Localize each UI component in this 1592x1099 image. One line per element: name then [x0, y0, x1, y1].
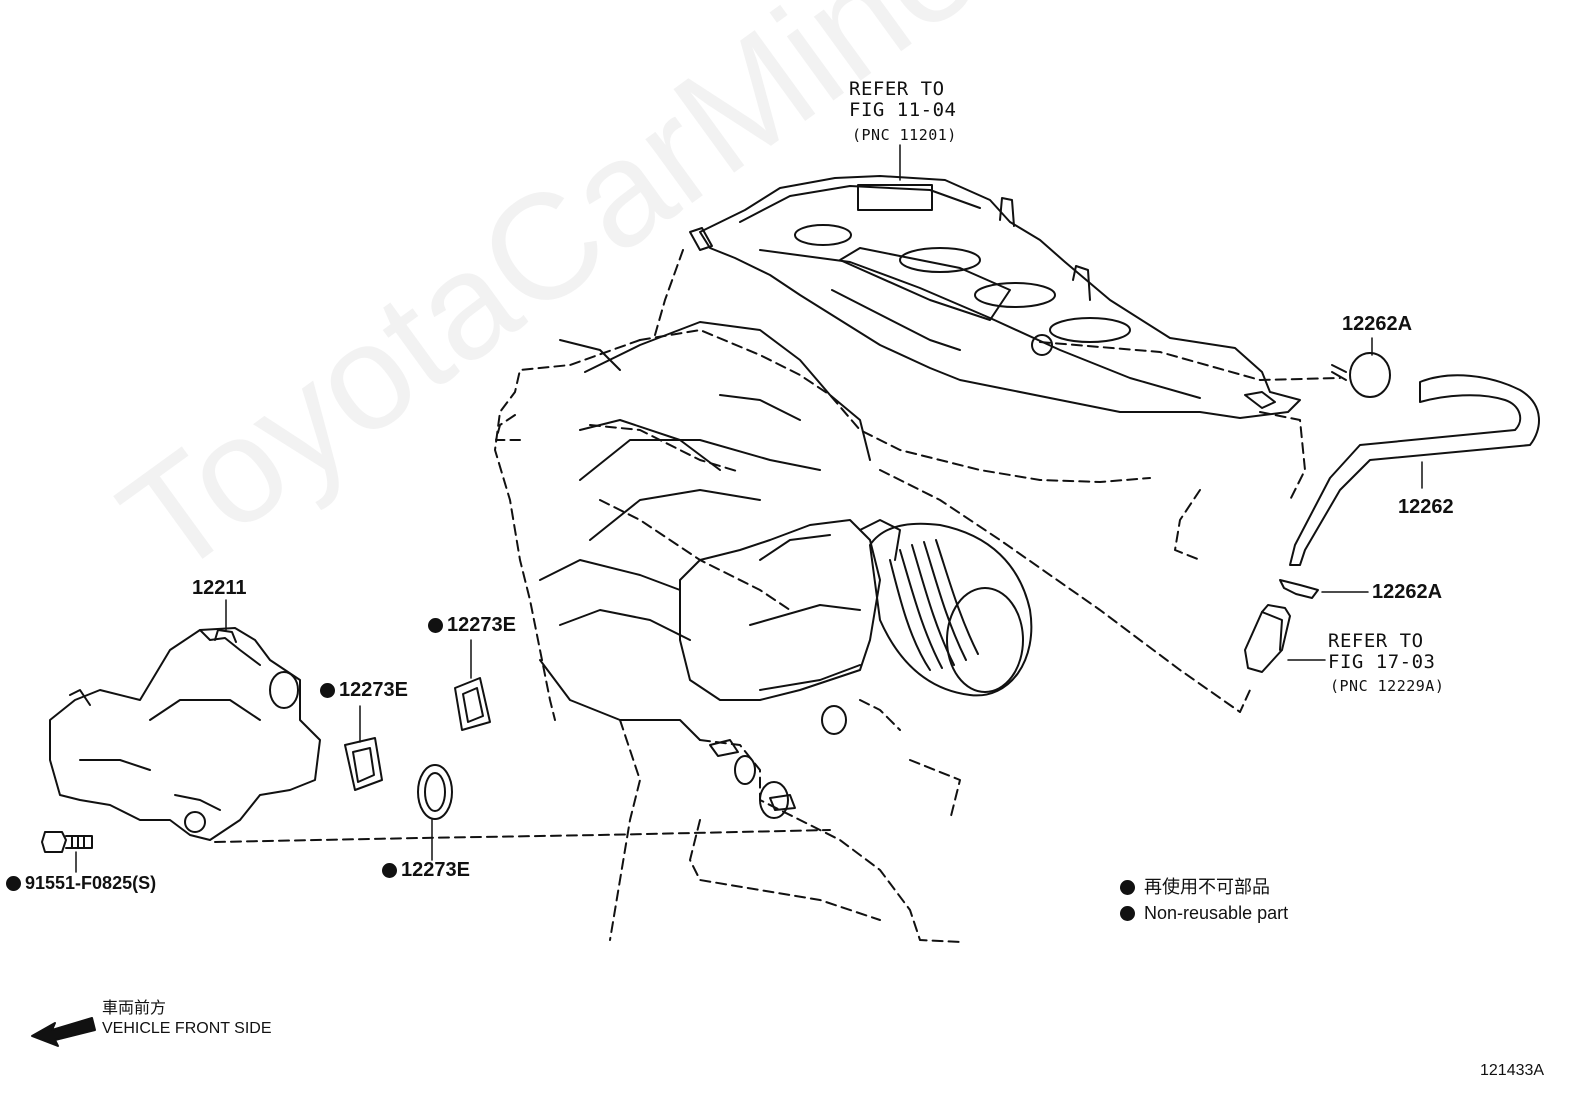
- legend-en: Non-reusable part: [1120, 902, 1288, 924]
- part-label-bolt: 91551-F0825(S): [6, 872, 156, 894]
- intake-manifold: [540, 322, 900, 818]
- bolt: [42, 832, 92, 852]
- gasket-2: [455, 678, 490, 730]
- non-reusable-dot-icon: [1120, 906, 1135, 921]
- part-label-gasket-b: 12273E: [320, 679, 408, 701]
- refer-top-line1: REFER TO: [849, 78, 945, 100]
- part-label-gasket-b-text: 12273E: [339, 679, 408, 701]
- hose-clamp-top: [1332, 353, 1390, 397]
- gasket-3: [418, 765, 452, 819]
- gasket-1: [345, 738, 382, 790]
- non-reusable-dot-icon: [382, 863, 397, 878]
- cylinder-head-cover: [690, 176, 1300, 418]
- part-label-gasket-a: 12273E: [428, 614, 516, 636]
- part-label-separator: 12211: [192, 577, 247, 599]
- figure-id: 121433A: [1480, 1060, 1544, 1082]
- pcv-connector: [1245, 605, 1290, 672]
- non-reusable-dot-icon: [320, 683, 335, 698]
- front-arrow-icon: [32, 1018, 95, 1046]
- ventilation-hose: [1290, 375, 1539, 565]
- refer-right-line3: (PNC 12229A): [1330, 675, 1444, 697]
- part-label-gasket-a-text: 12273E: [447, 614, 516, 636]
- hose-clamp-bottom: [1280, 580, 1318, 598]
- part-label-gasket-c-text: 12273E: [401, 859, 470, 881]
- legend-jp-text: 再使用不可部品: [1144, 877, 1270, 897]
- leader-lines: [76, 145, 1422, 872]
- part-label-clamp-top: 12262A: [1342, 313, 1412, 335]
- refer-right-line1: REFER TO: [1328, 630, 1424, 652]
- refer-right-line2: FIG 17-03: [1328, 651, 1435, 673]
- part-label-hose: 12262: [1398, 496, 1454, 518]
- part-label-gasket-c: 12273E: [382, 859, 470, 881]
- front-side-jp: 車両前方: [102, 998, 166, 1020]
- throttle-body: [680, 520, 1031, 700]
- engine-block-outline: [215, 250, 1340, 942]
- refer-top-line3: (PNC 11201): [852, 124, 957, 146]
- non-reusable-dot-icon: [428, 618, 443, 633]
- legend-jp: 再使用不可部品: [1120, 876, 1270, 898]
- front-side-en: VEHICLE FRONT SIDE: [102, 1018, 272, 1040]
- non-reusable-dot-icon: [1120, 880, 1135, 895]
- oil-separator: [50, 628, 320, 840]
- part-label-clamp-bottom: 12262A: [1372, 581, 1442, 603]
- non-reusable-dot-icon: [6, 876, 21, 891]
- refer-top-line2: FIG 11-04: [849, 99, 956, 121]
- legend-en-text: Non-reusable part: [1144, 903, 1288, 923]
- part-label-bolt-text: 91551-F0825(S): [25, 873, 156, 893]
